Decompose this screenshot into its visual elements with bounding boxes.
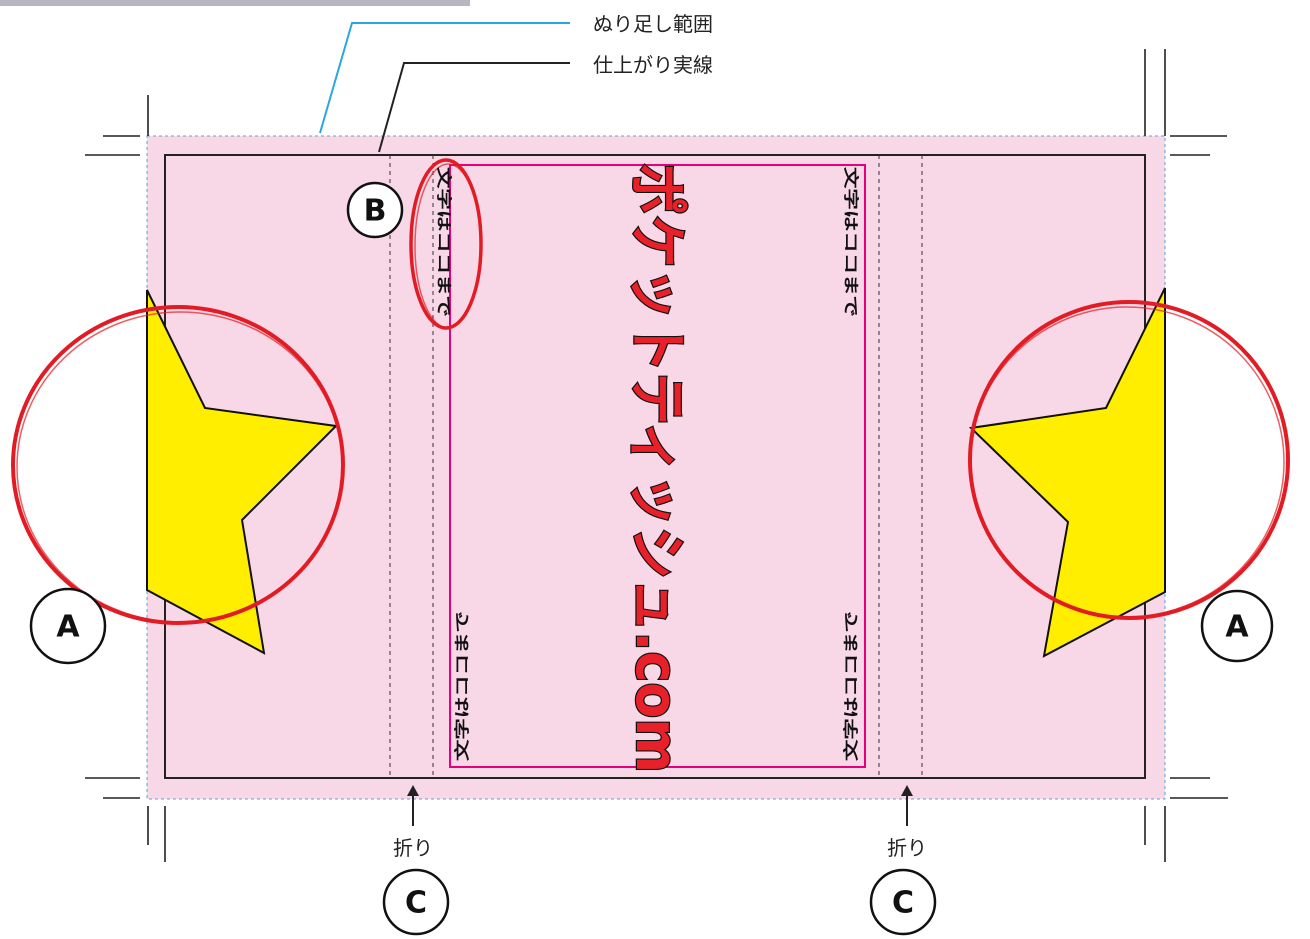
safe-area xyxy=(449,164,866,768)
safe-area-label-top-left: 文字はココまで xyxy=(435,167,453,317)
marker-a-left-label: A xyxy=(56,610,80,645)
fold-label-right: 折り xyxy=(887,836,927,860)
marker-b-label: B xyxy=(364,194,387,229)
header-bar-fragment xyxy=(0,0,470,6)
bleed-callout-line xyxy=(319,22,570,134)
marker-c-left-circle xyxy=(382,868,450,936)
crop-marks xyxy=(85,49,1228,862)
marker-b-circle xyxy=(346,181,404,239)
bleed-area xyxy=(146,135,1166,800)
safe-area-label-bottom-left: 文字はココまで xyxy=(453,611,471,761)
trim-callout-line xyxy=(378,62,570,153)
marker-c-left-label: C xyxy=(405,886,427,921)
safe-area-label-top-right: 文字はココまで xyxy=(842,167,860,317)
star-shape-left xyxy=(146,289,339,655)
main-title: ポケットティッシュ.com xyxy=(623,163,691,773)
fold-arrow-left xyxy=(407,785,419,826)
marker-a-left-circle xyxy=(29,587,107,665)
highlight-circles xyxy=(11,158,1290,625)
marker-c-right-label: C xyxy=(892,886,914,921)
bleed-callout-label: ぬり足し範囲 xyxy=(593,12,713,36)
safe-area-label-bottom-right: 文字はココまで xyxy=(842,611,860,761)
marker-a-right-circle xyxy=(1200,589,1274,663)
trim-callout-label: 仕上がり実線 xyxy=(593,53,713,77)
star-shape-right xyxy=(968,287,1166,658)
fold-label-left: 折り xyxy=(393,836,433,860)
marker-c-right-circle xyxy=(869,868,937,936)
fold-arrow-right xyxy=(901,785,913,826)
marker-a-right-label: A xyxy=(1225,610,1249,645)
